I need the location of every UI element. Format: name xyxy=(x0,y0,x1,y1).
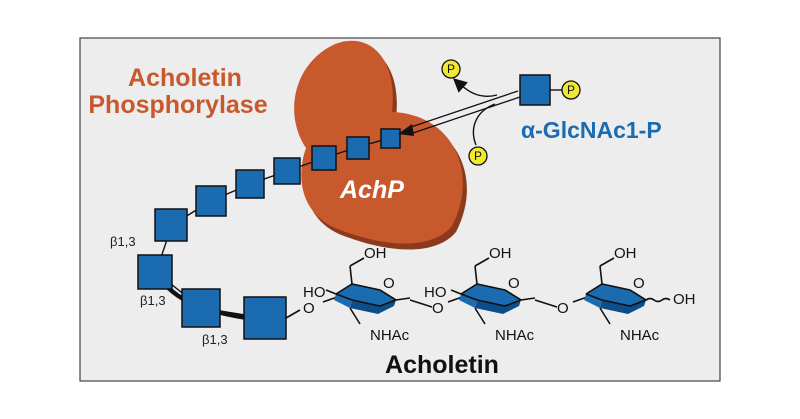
nhac-label: NHAc xyxy=(620,327,660,344)
glycosidic-oxygen: O xyxy=(557,300,569,317)
enzyme-abbrev: AchP xyxy=(339,176,404,204)
enzyme-name-line1: Acholetin xyxy=(128,64,242,92)
chain-linkage-line xyxy=(155,137,391,319)
transfer-arrow xyxy=(398,90,521,136)
glcnac-square xyxy=(181,288,221,328)
donor-glcnac1p: P xyxy=(519,74,581,106)
glcnac-ring-3 xyxy=(584,257,671,325)
phosphate-released: P xyxy=(441,59,461,79)
product-label: Acholetin xyxy=(385,351,499,379)
phosphate-input: P xyxy=(468,146,488,166)
nhac-label: NHAc xyxy=(495,327,535,344)
hydroxyl-label: OH xyxy=(364,245,387,262)
nhac-label: NHAc xyxy=(370,327,410,344)
hydroxyl-label: HO xyxy=(424,284,447,301)
anomeric-hydroxyl-label: OH xyxy=(673,291,696,308)
glycosidic-oxygen: O xyxy=(303,300,315,317)
glcnac-square xyxy=(273,157,301,185)
ring-oxygen: O xyxy=(508,275,520,292)
glycosidic-oxygen: O xyxy=(432,300,444,317)
glcnac-square xyxy=(346,136,370,160)
hydroxyl-label: OH xyxy=(489,245,512,262)
ring-oxygen: O xyxy=(383,275,395,292)
linkage-label: β1,3 xyxy=(110,234,136,249)
linker-bond xyxy=(285,309,301,319)
glcnac-ring-1 xyxy=(325,257,411,325)
glcnac-square xyxy=(154,208,188,242)
glcnac-square xyxy=(311,145,337,171)
glcnac-square xyxy=(243,296,287,340)
glcnac-square xyxy=(137,254,173,290)
svg-text:P: P xyxy=(567,83,575,97)
phosphate-release-arrow xyxy=(452,78,498,97)
glcnac-square xyxy=(195,185,227,217)
svg-text:P: P xyxy=(447,62,455,76)
linkage-label: β1,3 xyxy=(140,293,166,308)
linkage-label: β1,3 xyxy=(202,332,228,347)
linker-bond xyxy=(409,299,433,308)
glcnac-square xyxy=(380,128,401,149)
phosphate-input-arrow xyxy=(472,103,496,146)
hydroxyl-label: OH xyxy=(614,245,637,262)
hydroxyl-label: HO xyxy=(303,284,326,301)
svg-text:P: P xyxy=(474,149,482,163)
linker-bond xyxy=(534,299,558,308)
glcnac-ring-2 xyxy=(450,257,536,325)
enzyme-name-line2: Phosphorylase xyxy=(88,91,267,119)
ring-oxygen: O xyxy=(633,275,645,292)
glcnac-square xyxy=(235,169,265,199)
donor-label: α-GlcNAc1-P xyxy=(521,117,662,143)
